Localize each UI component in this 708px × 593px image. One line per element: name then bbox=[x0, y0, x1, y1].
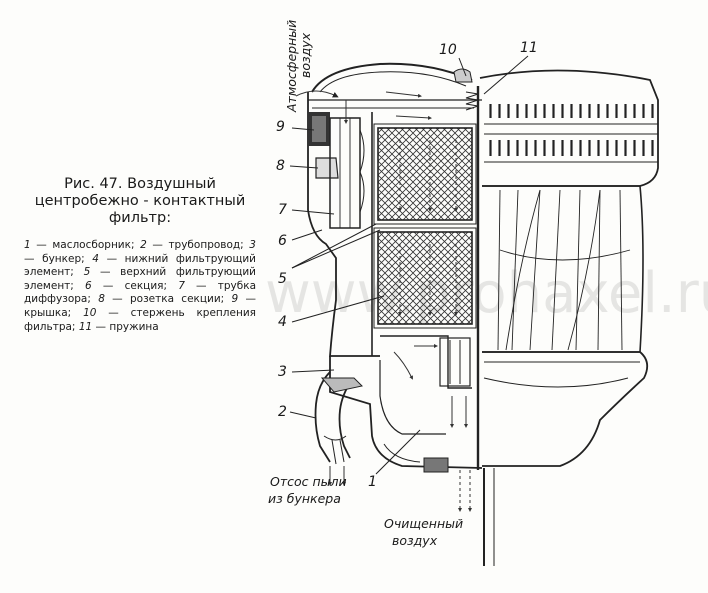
callout-10: 10 bbox=[439, 42, 457, 58]
callout-9: 9 bbox=[276, 119, 285, 135]
callout-8: 8 bbox=[276, 158, 285, 174]
label-dust-suction-1: Отсос пыли bbox=[270, 474, 347, 489]
legend-dash: — bbox=[238, 293, 256, 306]
legend-item: 10 — стержень крепления фильтра; bbox=[24, 307, 256, 333]
legend-item-number: 5 bbox=[83, 266, 91, 279]
callout-2: 2 bbox=[278, 404, 287, 420]
legend-item-number: 4 bbox=[92, 252, 99, 265]
callout-6: 6 bbox=[278, 233, 287, 249]
legend-item-number: 3 bbox=[249, 239, 256, 251]
label-dust-suction-2: из бункера bbox=[268, 491, 341, 506]
legend-item: 5 — верхний фильтрующий элемент; bbox=[24, 266, 256, 292]
legend-item: 6 — секция; bbox=[85, 280, 167, 292]
legend-item-number: 10 bbox=[83, 306, 97, 319]
callout-7: 7 bbox=[278, 202, 287, 218]
legend-item-number: 6 bbox=[85, 279, 92, 292]
legend-item: 11 — пружина bbox=[79, 321, 159, 333]
label-atmospheric-air-2: воздух bbox=[298, 32, 313, 78]
legend-dash: — bbox=[98, 252, 125, 265]
label-clean-air-1: Очищенный bbox=[384, 516, 463, 531]
legend-item: 2 — трубопровод; bbox=[140, 239, 244, 251]
legend-item-number: 8 bbox=[98, 293, 105, 306]
callout-11: 11 bbox=[520, 40, 538, 56]
callouts: 9 8 7 6 5 4 3 2 1 10 11 bbox=[276, 40, 538, 490]
legend-dash: — bbox=[96, 306, 131, 319]
figure-caption: Рис. 47. Воздушный центробежно - контакт… bbox=[24, 176, 256, 334]
airflow-arrows bbox=[295, 90, 472, 512]
legend-item-text: маслосборник; bbox=[52, 239, 135, 251]
caption-title: Рис. 47. Воздушный центробежно - контакт… bbox=[34, 176, 246, 226]
callout-5: 5 bbox=[278, 271, 287, 287]
legend-item-text: верхний фильтрующий элемент; bbox=[24, 266, 256, 292]
legend-item-number: 11 bbox=[78, 320, 93, 333]
callout-3: 3 bbox=[278, 364, 287, 380]
annotation-labels: Атмосферный воздух Отсос пыли из бункера… bbox=[268, 20, 463, 548]
legend-dash: — bbox=[184, 279, 218, 292]
legend-item-number: 7 bbox=[178, 279, 185, 292]
legend-item: 4 — нижний фильтрующий элемент; bbox=[24, 253, 256, 279]
legend-item-text: стержень крепления фильтра; bbox=[24, 306, 256, 333]
caption-legend: 1 — маслосборник; 2 — трубопровод; 3 — б… bbox=[24, 239, 256, 334]
legend-dash: — bbox=[91, 279, 125, 292]
legend-item: 8 — розетка секции; bbox=[98, 293, 224, 305]
legend-item-text: крышка; bbox=[24, 306, 72, 319]
legend-dash: — bbox=[104, 293, 130, 306]
legend-dash: — bbox=[30, 239, 53, 251]
legend-item-text: нижний фильтрующий элемент; bbox=[24, 252, 257, 279]
legend-item-text: трубопровод; bbox=[168, 239, 244, 251]
legend-item: 3 — бункер; bbox=[24, 239, 256, 265]
filter-section bbox=[307, 62, 495, 566]
filter-housing bbox=[479, 69, 659, 467]
label-atmospheric-air-1: Атмосферный bbox=[284, 20, 299, 113]
watermark: www.prohaxel.ru bbox=[265, 261, 708, 326]
legend-item-text: бункер; bbox=[42, 252, 85, 265]
legend-item-text: пружина bbox=[109, 320, 159, 333]
label-clean-air-2: воздух bbox=[392, 533, 438, 548]
legend-item-number: 1 bbox=[24, 239, 31, 251]
legend-item-text: розетка секции; bbox=[129, 293, 225, 306]
legend-dash: — bbox=[92, 320, 110, 333]
legend-item: 7 — трубка диффузора; bbox=[24, 280, 256, 306]
legend-item-text: трубка диффузора; bbox=[24, 279, 256, 306]
legend-item-number: 9 bbox=[231, 293, 239, 306]
legend-item-number: 2 bbox=[140, 239, 147, 251]
legend-dash: — bbox=[146, 239, 169, 251]
legend-item: 9 — крышка; bbox=[24, 293, 256, 319]
callout-4: 4 bbox=[278, 314, 287, 330]
legend-item: 1 — маслосборник; bbox=[24, 239, 135, 251]
legend-dash: — bbox=[90, 266, 121, 279]
callout-leaders bbox=[289, 55, 529, 475]
callout-1: 1 bbox=[368, 474, 377, 490]
legend-dash: — bbox=[24, 252, 43, 265]
legend-item-text: секция; bbox=[124, 279, 167, 292]
